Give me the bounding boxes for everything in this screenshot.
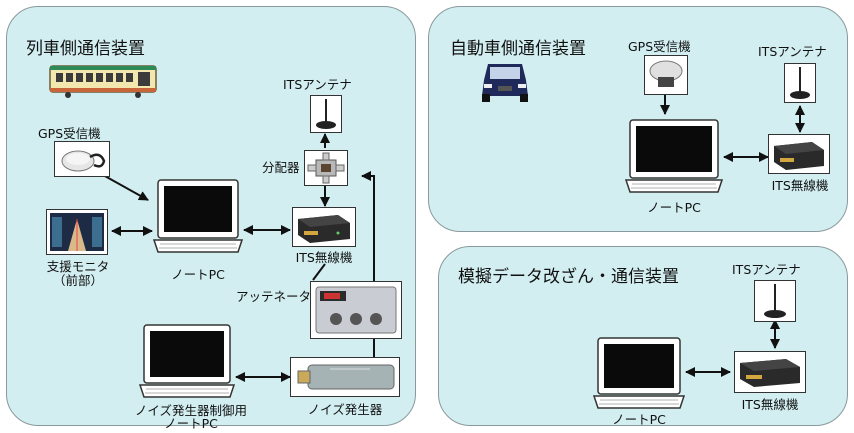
noise-generator-icon	[290, 357, 400, 397]
noise-pc-label-line1: ノイズ発生器制御用	[134, 403, 248, 418]
train-its-label: ITS無線機	[295, 250, 353, 265]
monitor-label: 支援モニタ （前部）	[40, 260, 116, 288]
train-laptop-label: ノートPC	[171, 267, 225, 282]
fake-its-label: ITS無線機	[741, 397, 799, 412]
fake-its-radio-icon	[734, 351, 806, 393]
noise-gen-label: ノイズ発生器	[307, 402, 383, 417]
car-antenna-label: ITSアンテナ	[758, 44, 827, 59]
car-laptop-label: ノートPC	[647, 200, 701, 215]
car-laptop-icon	[624, 119, 724, 193]
car-gps-label: GPS受信機	[628, 39, 691, 54]
monitor-icon	[46, 209, 108, 255]
its-radio-icon	[292, 207, 356, 247]
attenuator-icon	[310, 281, 402, 339]
fake-laptop-label: ノートPC	[612, 412, 666, 427]
laptop-icon	[152, 179, 244, 253]
train-antenna-label: ITSアンテナ	[283, 77, 352, 92]
monitor-label-line1: 支援モニタ	[46, 259, 110, 274]
fake-antenna-icon	[754, 280, 796, 322]
noise-pc-laptop-icon	[138, 324, 236, 398]
train-panel-title: 列車側通信装置	[26, 39, 145, 59]
noise-pc-label-line2: ノートPC	[164, 416, 218, 431]
fake-panel-title: 模擬データ改ざん・通信装置	[458, 267, 679, 287]
gps-receiver-icon	[54, 141, 110, 177]
splitter-icon	[304, 150, 348, 186]
car-its-label: ITS無線機	[771, 178, 829, 193]
train-gps-label: GPS受信機	[38, 126, 101, 141]
car-icon	[482, 64, 528, 102]
splitter-label: 分配器	[262, 160, 300, 175]
car-panel	[428, 6, 848, 232]
car-gps-receiver-icon	[644, 55, 688, 95]
car-its-radio-icon	[768, 134, 830, 174]
car-antenna-icon	[784, 63, 816, 103]
noise-pc-label: ノイズ発生器制御用 ノートPC	[106, 404, 276, 430]
car-panel-title: 自動車側通信装置	[450, 39, 586, 59]
antenna-icon	[310, 95, 342, 133]
train-icon	[49, 65, 157, 98]
fake-antenna-label: ITSアンテナ	[732, 262, 801, 277]
fake-laptop-icon	[592, 337, 686, 409]
attenuator-label: アッテネータ	[236, 289, 312, 304]
monitor-label-line2: （前部）	[52, 273, 103, 288]
